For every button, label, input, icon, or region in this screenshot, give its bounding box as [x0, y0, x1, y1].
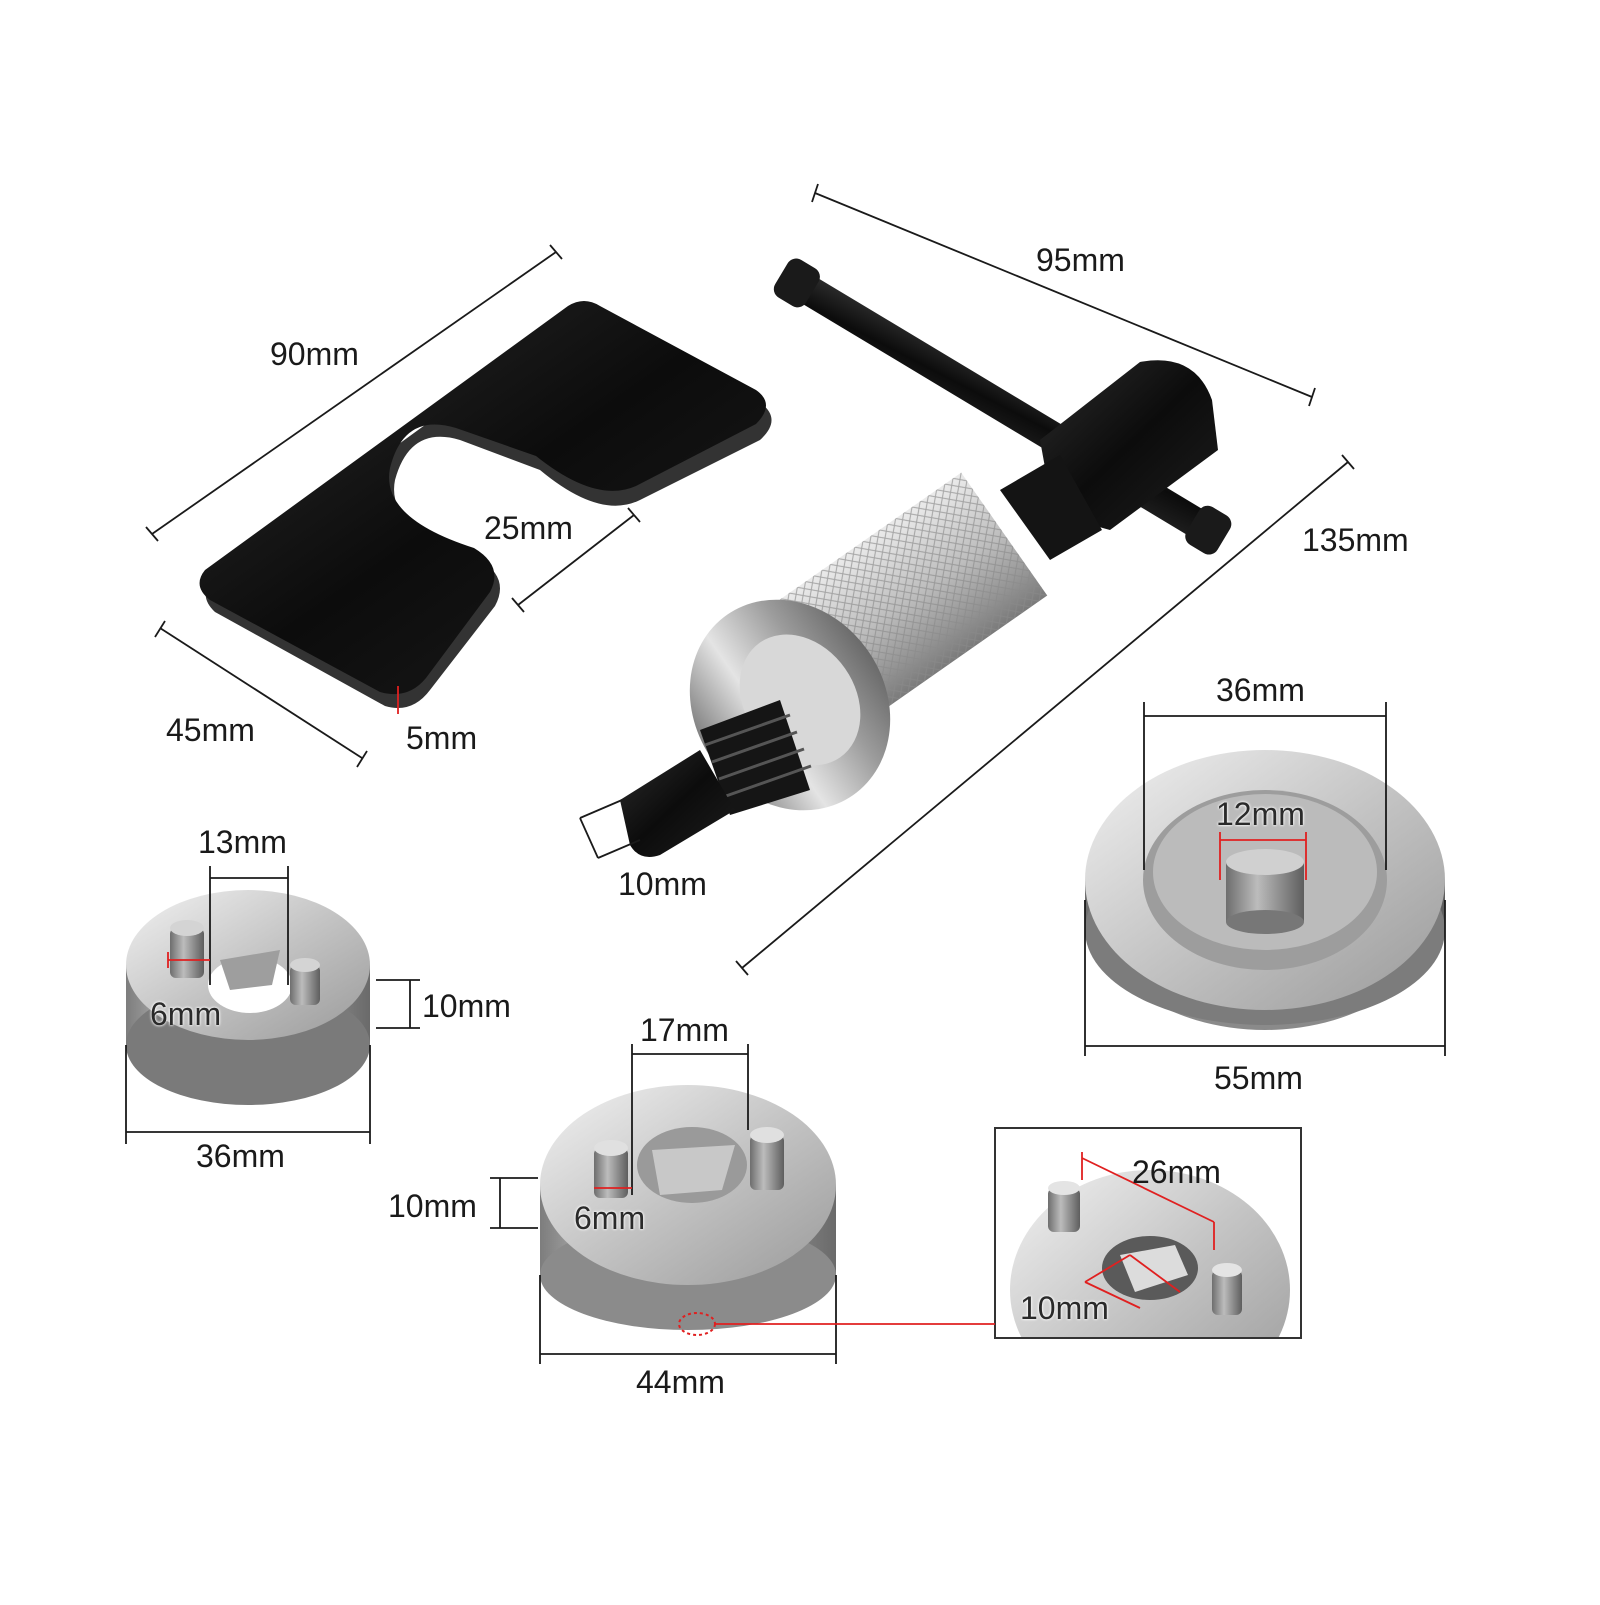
- square-tip: [620, 750, 735, 858]
- t-handle-tool: [620, 258, 1232, 858]
- mid-disc-pin-label: 6mm: [574, 1200, 646, 1236]
- plate-slot-label: 25mm: [484, 510, 573, 546]
- cup-diameter-label: 55mm: [1214, 1060, 1303, 1096]
- tool-handle-label: 95mm: [1036, 242, 1125, 278]
- small-disc-pin-label: 6mm: [150, 996, 222, 1032]
- hex-head: [1040, 360, 1218, 530]
- mid-disc-adapter: [540, 1085, 836, 1336]
- lower-thread: [700, 700, 812, 815]
- small-disc-adapter: [126, 890, 370, 1105]
- plate-length-label: 90mm: [270, 336, 359, 372]
- detail-inset: [994, 1127, 1302, 1339]
- plate-width-label: 45mm: [166, 712, 255, 748]
- black-shim-plate: [199, 301, 772, 708]
- small-disc-diameter-label: 36mm: [196, 1138, 285, 1174]
- dimension-lines: [125, 183, 1446, 1364]
- tool-length-label: 135mm: [1302, 522, 1409, 558]
- tool-tip-label: 10mm: [618, 866, 707, 902]
- mid-disc-diameter-label: 44mm: [636, 1364, 725, 1400]
- upper-thread: [1000, 455, 1102, 560]
- detail-span-label: 26mm: [1132, 1154, 1221, 1190]
- cup-boss-label: 12mm: [1216, 796, 1305, 832]
- detail-hole-label: 10mm: [1020, 1290, 1109, 1326]
- plate-thickness-label: 5mm: [406, 720, 478, 756]
- mid-disc-pins-label: 17mm: [640, 1012, 729, 1048]
- small-disc-height-label: 10mm: [422, 988, 511, 1024]
- small-disc-pins-label: 13mm: [198, 824, 287, 860]
- plate-face: [199, 301, 766, 695]
- cup-inner-label: 36mm: [1216, 672, 1305, 708]
- steel-cup-adapter: [1085, 750, 1445, 1030]
- red-guides: [167, 686, 1307, 1325]
- mid-disc-height-label: 10mm: [388, 1188, 477, 1224]
